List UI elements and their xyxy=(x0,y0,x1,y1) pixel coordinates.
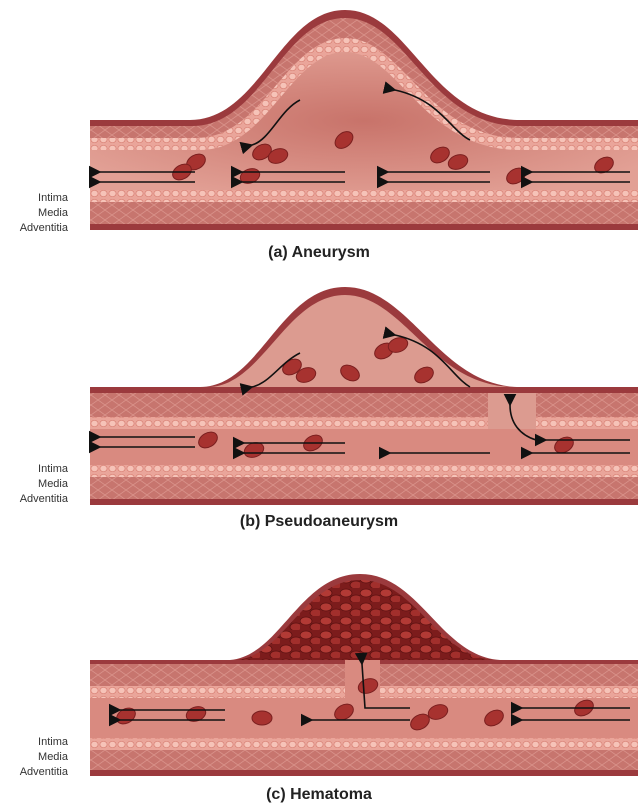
lower-media xyxy=(90,202,638,224)
upper-media xyxy=(90,393,488,417)
lower-intima xyxy=(90,738,638,750)
hematoma-illustration xyxy=(0,560,638,780)
lower-intima xyxy=(90,190,638,202)
lower-adventitia xyxy=(90,224,638,230)
lower-media xyxy=(90,750,638,770)
wall-breach xyxy=(488,393,536,429)
panel-pseudoaneurysm: Intima Media Adventitia (b) Pseudoaneury… xyxy=(0,275,638,545)
aneurysm-illustration xyxy=(0,0,638,240)
caption-hematoma: (c) Hematoma xyxy=(0,786,638,804)
intima-label: Intima xyxy=(4,463,68,475)
lower-intima xyxy=(90,465,638,477)
lower-adventitia xyxy=(90,770,638,776)
upper-intima xyxy=(90,417,638,429)
media-label: Media xyxy=(4,478,68,490)
upper-media-right xyxy=(536,393,638,417)
caption-aneurysm: (a) Aneurysm xyxy=(0,244,638,262)
panel-hematoma: Intima Media Adventitia (c) Hematoma xyxy=(0,560,638,811)
lower-media xyxy=(90,477,638,499)
lower-adventitia xyxy=(90,499,638,505)
panel-aneurysm: Intima Media Adventitia (a) Aneurysm xyxy=(0,0,638,270)
pseudoaneurysm-illustration xyxy=(0,275,638,507)
media-label: Media xyxy=(4,207,68,219)
adventitia-label: Adventitia xyxy=(4,766,68,778)
intima-label: Intima xyxy=(4,192,68,204)
intima-label: Intima xyxy=(4,736,68,748)
media-label: Media xyxy=(4,751,68,763)
adventitia-label: Adventitia xyxy=(4,493,68,505)
adventitia-label: Adventitia xyxy=(4,222,68,234)
clot-mass xyxy=(236,580,494,660)
upper-media-right xyxy=(380,664,638,686)
upper-media xyxy=(90,664,345,686)
caption-pseudoaneurysm: (b) Pseudoaneurysm xyxy=(0,513,638,531)
